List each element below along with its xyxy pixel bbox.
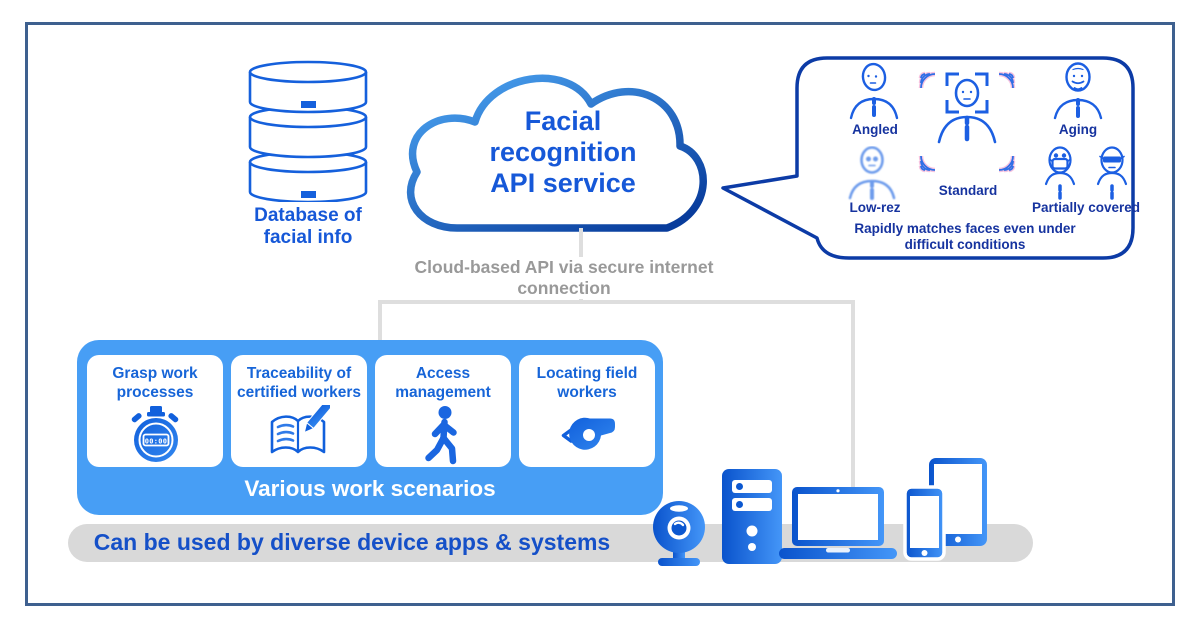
face-angled-label: Angled bbox=[852, 122, 898, 137]
work-scenarios-panel: Grasp work processes 00:00 Traceability … bbox=[77, 340, 663, 515]
connector-horizontal-line bbox=[378, 300, 854, 304]
desktop-tower-icon bbox=[722, 469, 782, 564]
scenario-card: Locating field workers bbox=[519, 355, 655, 467]
database-cylinders-icon bbox=[248, 60, 368, 202]
book-pencil-icon bbox=[270, 405, 330, 454]
cloud-title: Facial recognition API service bbox=[489, 106, 637, 198]
face-aging-label: Aging bbox=[1058, 122, 1098, 137]
bubble-caption: Rapidly matches faces even under difficu… bbox=[854, 221, 1076, 252]
scenario-card-label: Traceability of certified workers bbox=[236, 365, 362, 401]
scenario-card-label: Grasp work processes bbox=[112, 365, 198, 401]
face-standard-icon bbox=[918, 71, 1016, 173]
device-bar-label: Can be used by diverse device apps & sys… bbox=[93, 529, 611, 555]
face-lowrez-icon bbox=[848, 146, 896, 200]
scenario-card-label: Locating field workers bbox=[536, 365, 638, 401]
face-lowrez-label: Low-rez bbox=[849, 200, 901, 215]
svg-text:00:00: 00:00 bbox=[145, 437, 168, 445]
faces-partially-covered-label: Partially covered bbox=[1031, 200, 1141, 215]
panel-footer-label: Various work scenarios bbox=[244, 476, 496, 501]
laptop-icon bbox=[779, 487, 897, 559]
whistle-icon bbox=[561, 417, 615, 450]
cloud-caption: Cloud-based API via secure internet conn… bbox=[408, 257, 720, 299]
face-standard-label: Standard bbox=[938, 183, 998, 198]
database-label: Database of facial info bbox=[254, 205, 362, 248]
vibration-marks bbox=[918, 71, 1016, 173]
connector-right-drop-line bbox=[851, 300, 855, 490]
faces-partially-covered-icon bbox=[1044, 146, 1128, 200]
face-frame-brackets bbox=[945, 72, 989, 114]
scenario-card: Grasp work processes 00:00 bbox=[87, 355, 223, 467]
cloud-icon bbox=[406, 74, 707, 232]
face-aging-icon bbox=[1053, 62, 1103, 120]
walking-person-icon bbox=[425, 406, 457, 465]
face-angled-icon bbox=[849, 62, 899, 120]
webcam-icon bbox=[653, 501, 705, 566]
scenario-card: Access management bbox=[375, 355, 511, 467]
scenario-card-label: Access management bbox=[395, 365, 491, 401]
smartphone-icon bbox=[903, 485, 946, 561]
stopwatch-icon: 00:00 bbox=[131, 406, 179, 462]
scenario-card: Traceability of certified workers bbox=[231, 355, 367, 467]
speech-bubble bbox=[721, 56, 1135, 260]
outer-border bbox=[25, 22, 1175, 606]
connector-left-drop-line bbox=[378, 300, 382, 342]
